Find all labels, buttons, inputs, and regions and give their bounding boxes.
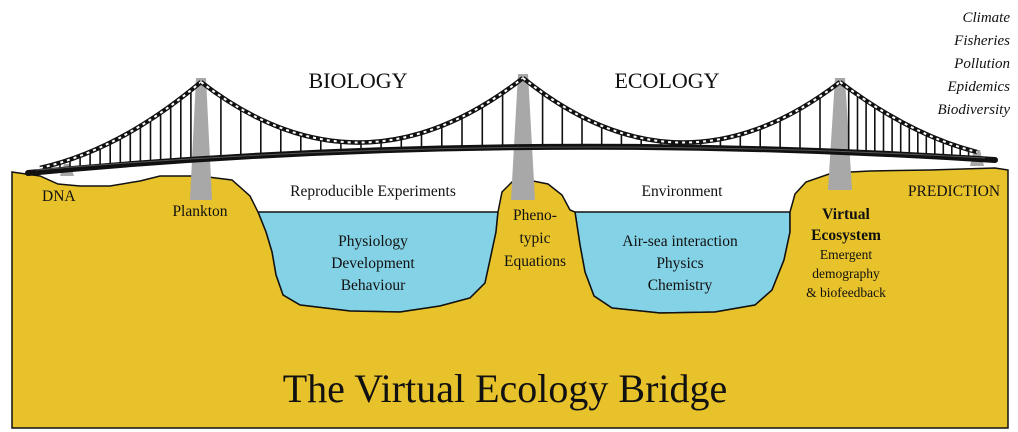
bridge-tower-middle: [511, 74, 535, 200]
biology-heading: BIOLOGY: [309, 68, 408, 93]
bridge-tower-left: [190, 78, 212, 200]
cable-span: [838, 80, 978, 155]
water-topic: Chemistry: [648, 277, 713, 294]
reproducible-experiments-label: Reproducible Experiments: [290, 183, 456, 200]
virtual-ecosystem-title: Virtual: [822, 206, 870, 223]
bridge-deck-highlight: [35, 146, 986, 171]
plankton-label: Plankton: [172, 203, 227, 220]
virtual-ecosystem-title: Ecosystem: [811, 227, 881, 244]
environment-label: Environment: [642, 183, 724, 200]
dna-label: DNA: [42, 188, 76, 205]
cable-chain-links: [200, 77, 524, 144]
application-item: Climate: [963, 10, 1011, 26]
water-topic: Air-sea interaction: [622, 233, 738, 250]
cable-chain-links: [522, 77, 841, 144]
application-item: Fisheries: [953, 33, 1010, 49]
application-item: Pollution: [953, 56, 1010, 72]
pillar-text: Pheno-: [513, 207, 557, 224]
water-topic: Physiology: [338, 233, 408, 250]
virtual-ecosystem-subtitle: Emergent: [820, 247, 872, 262]
ecology-heading: ECOLOGY: [614, 68, 719, 93]
application-item: Biodiversity: [938, 102, 1011, 118]
virtual-ecosystem-subtitle: demography: [812, 266, 880, 281]
application-item: Epidemics: [947, 79, 1011, 95]
bridge-hangers: [49, 88, 970, 171]
cable-chain-links: [39, 81, 202, 169]
water-topic: Development: [331, 255, 415, 272]
bridge-tower-right: [828, 78, 852, 190]
virtual-ecosystem-subtitle: & biofeedback: [806, 285, 886, 300]
suspension-cables: [39, 76, 978, 171]
pillar-text: typic: [520, 230, 551, 247]
water-topic: Physics: [656, 255, 703, 272]
diagram-title: The Virtual Ecology Bridge: [283, 366, 728, 411]
applications-list: Climate Fisheries Pollution Epidemics Bi…: [938, 10, 1011, 118]
pillar-text: Equations: [504, 253, 566, 270]
prediction-label: PREDICTION: [908, 183, 1000, 200]
water-topic: Behaviour: [341, 277, 406, 294]
